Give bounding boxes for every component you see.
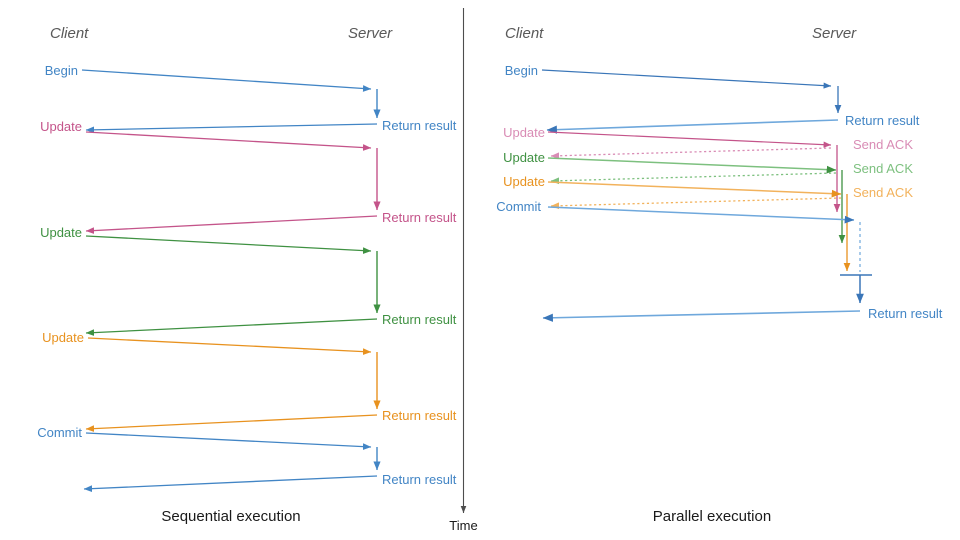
- reply-arrow: [85, 215, 378, 234]
- server-label-return-4: Return result: [382, 408, 457, 423]
- right-message-begin: [541, 69, 842, 134]
- client-label-begin: Begin: [505, 63, 538, 78]
- reply-arrow: [542, 310, 861, 322]
- server-label-send-ack-2: Send ACK: [853, 161, 913, 176]
- request-arrow: [547, 131, 832, 148]
- client-label-update-1: Update: [503, 125, 545, 140]
- right-message-commit: [542, 206, 872, 322]
- server-label-send-ack-1: Send ACK: [853, 137, 913, 152]
- request-arrow: [81, 69, 372, 92]
- left-message-update-3: [85, 337, 381, 432]
- server-label-return-1: Return result: [845, 113, 920, 128]
- left-panel: Client Server: [37, 25, 457, 525]
- server-label-return-2: Return result: [868, 306, 943, 321]
- server-label-return-2: Return result: [382, 210, 457, 225]
- request-arrow: [85, 432, 372, 450]
- reply-arrow: [85, 414, 378, 432]
- request-arrow: [85, 235, 372, 254]
- reply-arrow: [85, 123, 378, 134]
- request-arrow: [541, 69, 832, 89]
- left-panel-caption: Sequential execution: [161, 508, 300, 525]
- client-label-commit: Commit: [37, 425, 82, 440]
- client-label-commit: Commit: [496, 199, 541, 214]
- ack-arrow: [550, 172, 837, 185]
- client-label-update-1: Update: [40, 119, 82, 134]
- ack-arrow: [550, 197, 842, 210]
- left-message-update-1: [85, 131, 381, 234]
- left-server-labels: Return result Return result Return resul…: [382, 118, 457, 487]
- right-message-update-3: [547, 181, 851, 272]
- client-label-update-3: Update: [42, 330, 84, 345]
- right-panel: Client Server: [496, 25, 943, 525]
- right-server-lane-header: Server: [812, 25, 857, 42]
- request-arrow: [87, 337, 372, 355]
- client-label-update-2: Update: [503, 150, 545, 165]
- reply-arrow: [85, 318, 378, 336]
- request-arrow: [547, 181, 842, 198]
- request-arrow: [547, 206, 855, 224]
- right-panel-caption: Parallel execution: [653, 508, 771, 525]
- left-message-update-2: [85, 235, 381, 336]
- request-arrow: [547, 157, 837, 174]
- server-label-return-5: Return result: [382, 472, 457, 487]
- server-label-return-1: Return result: [382, 118, 457, 133]
- client-label-update-2: Update: [40, 225, 82, 240]
- server-label-return-3: Return result: [382, 312, 457, 327]
- right-client-labels: Begin Update Update Update Commit: [496, 63, 545, 214]
- client-label-update-3: Update: [503, 174, 545, 189]
- time-axis-label: Time: [449, 518, 477, 533]
- client-label-begin: Begin: [45, 63, 78, 78]
- left-client-labels: Begin Update Update Update Commit: [37, 63, 84, 440]
- right-message-update-2: [547, 157, 846, 244]
- left-server-lane-header: Server: [348, 25, 393, 42]
- left-message-begin: [81, 69, 381, 134]
- ack-arrow: [550, 147, 832, 160]
- request-arrow: [85, 131, 372, 151]
- server-label-send-ack-3: Send ACK: [853, 185, 913, 200]
- left-client-lane-header: Client: [50, 25, 89, 42]
- left-message-commit: [83, 432, 381, 493]
- right-server-labels: Return result Send ACK Send ACK Send ACK…: [845, 113, 943, 321]
- right-message-update-1: [547, 131, 841, 213]
- reply-arrow: [546, 119, 839, 134]
- reply-arrow: [83, 475, 378, 493]
- right-client-lane-header: Client: [505, 25, 544, 42]
